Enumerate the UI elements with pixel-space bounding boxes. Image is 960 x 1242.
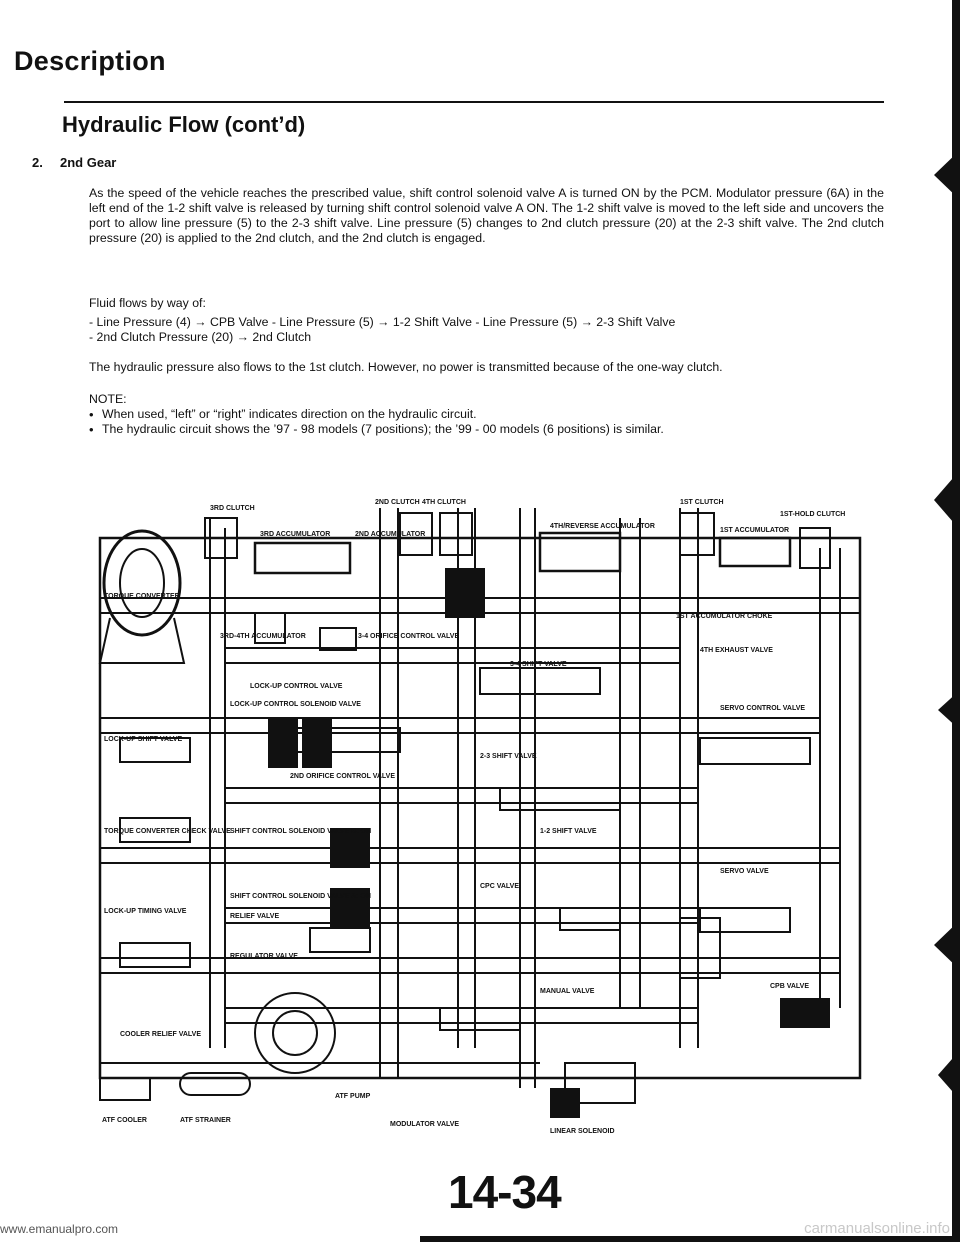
- fluid-flow-label: Fluid flows by way of:: [89, 296, 206, 310]
- label-cpb-valve: CPB VALVE: [770, 983, 809, 990]
- title-divider: [64, 101, 884, 103]
- label-1st-hold-clutch: 1ST-HOLD CLUTCH: [780, 511, 845, 518]
- footer-url: www.emanualpro.com: [0, 1222, 119, 1236]
- label-atf-cooler: ATF COOLER: [102, 1117, 147, 1124]
- label-servo-valve: SERVO VALVE: [720, 868, 769, 875]
- label-3rd-clutch: 3RD CLUTCH: [210, 505, 255, 512]
- fluid-flow-step-2: - 2nd Clutch Pressure (20) → 2nd Clutch: [89, 330, 312, 344]
- label-atf-strainer: ATF STRAINER: [180, 1117, 231, 1124]
- page-number: 14-34: [448, 1166, 562, 1218]
- label-1st-accumulator: 1ST ACCUMULATOR: [720, 527, 789, 534]
- label-cooler-relief-valve: COOLER RELIEF VALVE: [120, 1031, 201, 1038]
- label-1-2-shift-valve: 1-2 SHIFT VALVE: [540, 828, 597, 835]
- label-servo-control-valve: SERVO CONTROL VALVE: [720, 705, 805, 712]
- label-linear-solenoid: LINEAR SOLENOID: [550, 1128, 615, 1135]
- label-torque-converter: TORQUE CONVERTER: [104, 593, 180, 600]
- first-clutch-paragraph: The hydraulic pressure also flows to the…: [89, 360, 723, 374]
- label-manual-valve: MANUAL VALVE: [540, 988, 595, 995]
- intro-paragraph: As the speed of the vehicle reaches the …: [89, 186, 884, 245]
- subsection-title: 2nd Gear: [60, 155, 117, 170]
- label-lockup-timing-valve: LOCK-UP TIMING VALVE: [104, 908, 187, 915]
- label-3-4-shift-valve: 3-4 SHIFT VALVE: [510, 661, 567, 668]
- page-edge-marks: [934, 0, 960, 1242]
- label-lockup-control-solenoid-valve: LOCK-UP CONTROL SOLENOID VALVE: [230, 701, 361, 708]
- label-shift-control-solenoid-valve-a: SHIFT CONTROL SOLENOID VALVE A: ON: [230, 893, 371, 900]
- note-list: When used, “left” or “right” indicates d…: [89, 407, 884, 437]
- label-4th-clutch: 4TH CLUTCH: [422, 499, 466, 506]
- label-cpc-valve: CPC VALVE: [480, 883, 519, 890]
- label-2nd-accumulator: 2ND ACCUMULATOR: [355, 531, 425, 538]
- watermark: carmanualsonline.info: [804, 1220, 950, 1237]
- label-3rd-accumulator: 3RD ACCUMULATOR: [260, 531, 330, 538]
- bottom-bar: [420, 1236, 960, 1242]
- label-2nd-clutch: 2ND CLUTCH: [375, 499, 420, 506]
- label-1st-clutch: 1ST CLUTCH: [680, 499, 724, 506]
- label-lockup-shift-valve: LOCK-UP SHIFT VALVE: [104, 736, 183, 743]
- fluid-flow-step-1: - Line Pressure (4) → CPB Valve - Line P…: [89, 315, 676, 329]
- label-4th-reverse-accumulator: 4TH/REVERSE ACCUMULATOR: [550, 523, 655, 530]
- subsection-heading: 2. 2nd Gear: [32, 155, 116, 170]
- label-3rd-4th-accumulator: 3RD-4TH ACCUMULATOR: [220, 633, 306, 640]
- label-atf-pump: ATF PUMP: [335, 1093, 371, 1100]
- label-3-4-orifice-control-valve: 3-4 ORIFICE CONTROL VALVE: [358, 633, 459, 640]
- subsection-number: 2.: [32, 155, 43, 170]
- label-modulator-valve: MODULATOR VALVE: [390, 1121, 459, 1128]
- note-block: NOTE: When used, “left” or “right” indic…: [89, 392, 884, 437]
- label-2nd-orifice-control-valve: 2ND ORIFICE CONTROL VALVE: [290, 773, 395, 780]
- fluid-flow-block: Fluid flows by way of: - Line Pressure (…: [89, 296, 884, 345]
- label-shift-control-solenoid-valve-b: SHIFT CONTROL SOLENOID VALVE B: ON: [230, 828, 371, 835]
- label-1st-accumulator-choke: 1ST ACCUMULATOR CHOKE: [676, 613, 773, 620]
- note-item: The hydraulic circuit shows the ’97 - 98…: [89, 422, 884, 437]
- label-regulator-valve: REGULATOR VALVE: [230, 953, 298, 960]
- section-title: Hydraulic Flow (cont’d): [62, 112, 306, 137]
- note-label: NOTE:: [89, 392, 127, 406]
- label-relief-valve: RELIEF VALVE: [230, 913, 279, 920]
- hydraulic-circuit-diagram: 3RD CLUTCH 2ND CLUTCH 4TH CLUTCH 1ST CLU…: [98, 499, 862, 1135]
- label-4th-exhaust-valve: 4TH EXHAUST VALVE: [700, 647, 773, 654]
- note-item: When used, “left” or “right” indicates d…: [89, 407, 884, 422]
- label-2-3-shift-valve: 2-3 SHIFT VALVE: [480, 753, 537, 760]
- page-title: Description: [14, 46, 166, 76]
- label-lockup-control-valve: LOCK-UP CONTROL VALVE: [250, 683, 343, 690]
- label-torque-converter-check-valve: TORQUE CONVERTER CHECK VALVE: [104, 828, 231, 835]
